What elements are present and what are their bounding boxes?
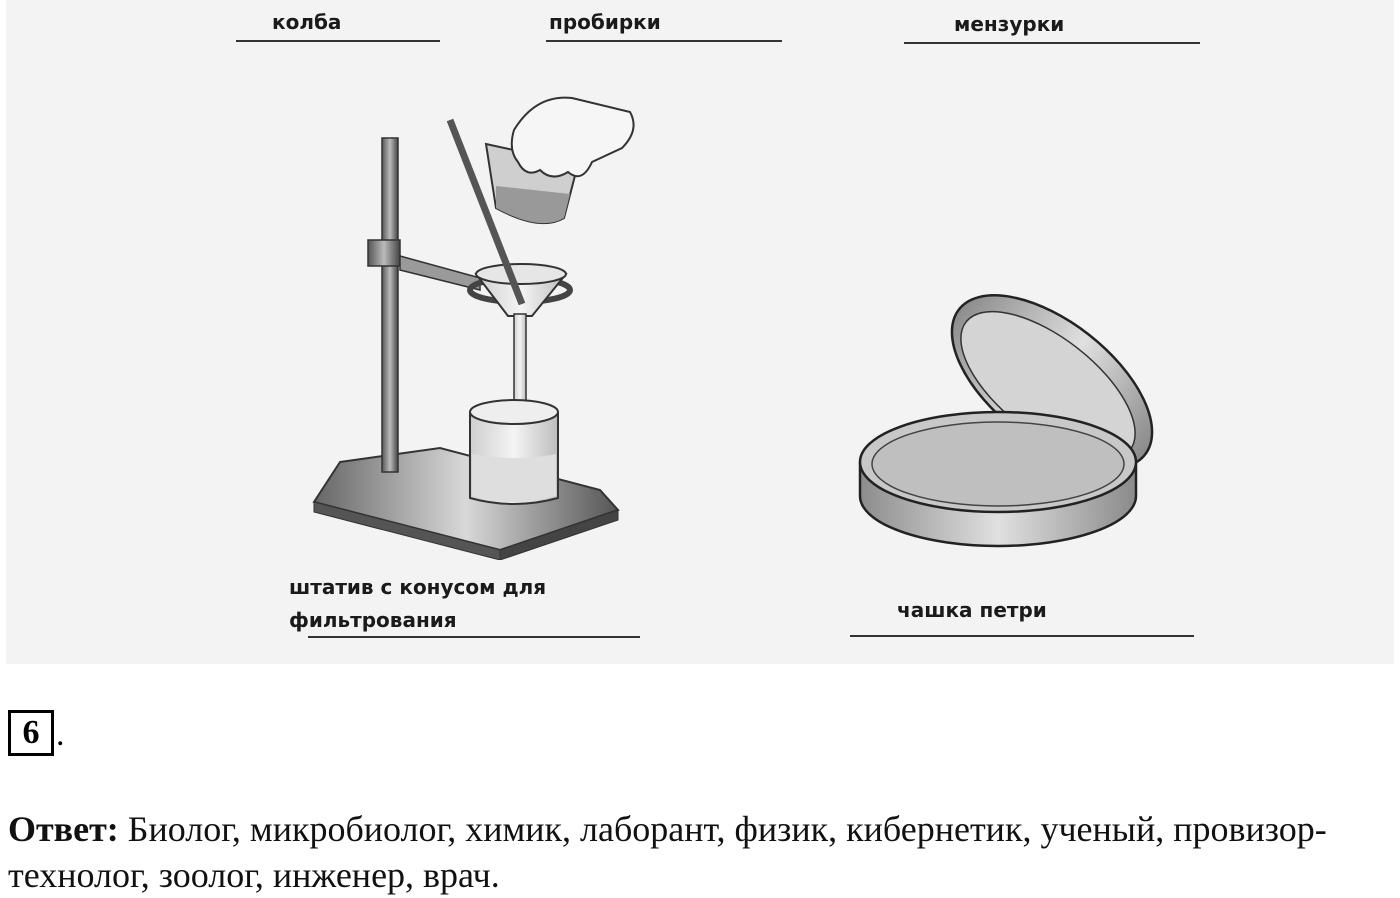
- task-number-dot: .: [56, 716, 65, 753]
- label-stand-line2: фильтрования: [289, 608, 457, 632]
- label-line-stand: [308, 636, 640, 638]
- task-number: 6: [22, 714, 40, 751]
- label-line-petri: [850, 635, 1194, 637]
- label-line-beakers: [904, 42, 1200, 44]
- worksheet-image: [6, 0, 1394, 664]
- answer-text: Биолог, микробиолог, химик, лаборант, фи…: [8, 809, 1327, 895]
- label-line-flask: [236, 40, 440, 42]
- label-stand-line1: штатив с конусом для: [289, 575, 547, 599]
- task-number-box: 6: [8, 710, 54, 756]
- filtration-stand-icon: [312, 96, 635, 560]
- answer-paragraph: Ответ: Биолог, микробиолог, химик, лабор…: [8, 806, 1388, 898]
- petri-dish-icon: [858, 294, 1154, 548]
- label-flask: колба: [272, 10, 342, 34]
- label-test-tubes: пробирки: [549, 10, 661, 34]
- label-line-test-tubes: [546, 40, 782, 42]
- label-beakers: мензурки: [954, 12, 1065, 36]
- label-petri: чашка петри: [897, 598, 1047, 622]
- answer-prefix: Ответ:: [8, 809, 119, 849]
